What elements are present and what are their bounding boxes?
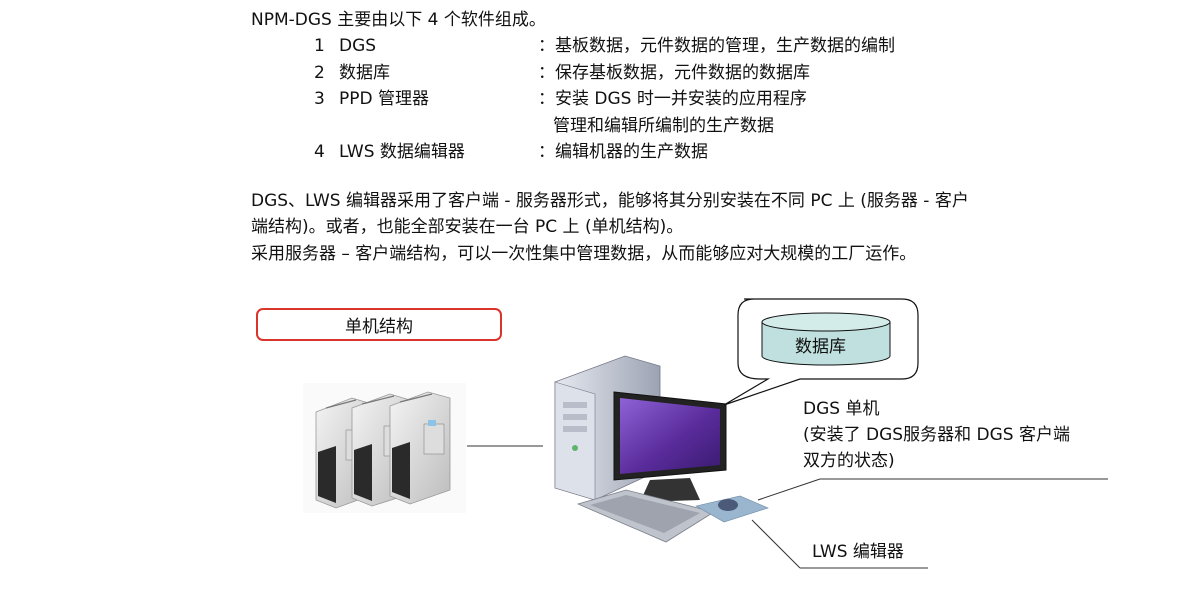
database-bubble bbox=[723, 298, 919, 406]
pc-label: 双方的状态) bbox=[803, 451, 895, 471]
paragraph-line: 端结构)。或者，也能全部安装在一台 PC 上 (单机结构)。 bbox=[251, 217, 684, 237]
component-desc-cont: 管理和编辑所编制的生产数据 bbox=[553, 116, 774, 136]
component-desc: ：基板数据，元件数据的管理，生产数据的编制 bbox=[538, 36, 895, 56]
component-num: 1 bbox=[314, 36, 325, 56]
component-desc: ：保存基板数据，元件数据的数据库 bbox=[538, 63, 810, 83]
database-label: 数据库 bbox=[795, 337, 846, 357]
lws-label-leader bbox=[751, 519, 801, 569]
pc-label-leader bbox=[757, 478, 821, 501]
standalone-label: 单机结构 bbox=[345, 317, 413, 337]
component-num: 3 bbox=[314, 89, 325, 109]
lws-label: LWS 编辑器 bbox=[812, 542, 904, 562]
intro-text: NPM-DGS 主要由以下 4 个软件组成。 bbox=[251, 10, 546, 30]
standalone-label-box: 单机结构 bbox=[256, 308, 502, 341]
pc-label: (安装了 DGS服务器和 DGS 客户端 bbox=[803, 425, 1070, 445]
component-desc: ：安装 DGS 时一并安装的应用程序 bbox=[538, 89, 807, 109]
component-name: PPD 管理器 bbox=[339, 89, 429, 109]
component-name: DGS bbox=[339, 36, 377, 56]
component-num: 2 bbox=[314, 63, 325, 83]
component-name: 数据库 bbox=[339, 63, 390, 83]
paragraph-line: DGS、LWS 编辑器采用了客户端 - 服务器形式，能够将其分别安装在不同 PC… bbox=[251, 191, 969, 211]
component-desc: ：编辑机器的生产数据 bbox=[538, 142, 708, 162]
component-name: LWS 数据编辑器 bbox=[339, 142, 465, 162]
pc-label: DGS 单机 bbox=[803, 399, 880, 419]
paragraph-line: 采用服务器 – 客户端结构，可以一次性集中管理数据，从而能够应对大规模的工厂运作… bbox=[251, 244, 917, 264]
mouse-icon bbox=[695, 495, 769, 523]
component-num: 4 bbox=[314, 142, 325, 162]
database-icon bbox=[761, 312, 891, 366]
monitor-icon bbox=[613, 391, 727, 502]
mounting-machines-icon bbox=[303, 383, 466, 513]
